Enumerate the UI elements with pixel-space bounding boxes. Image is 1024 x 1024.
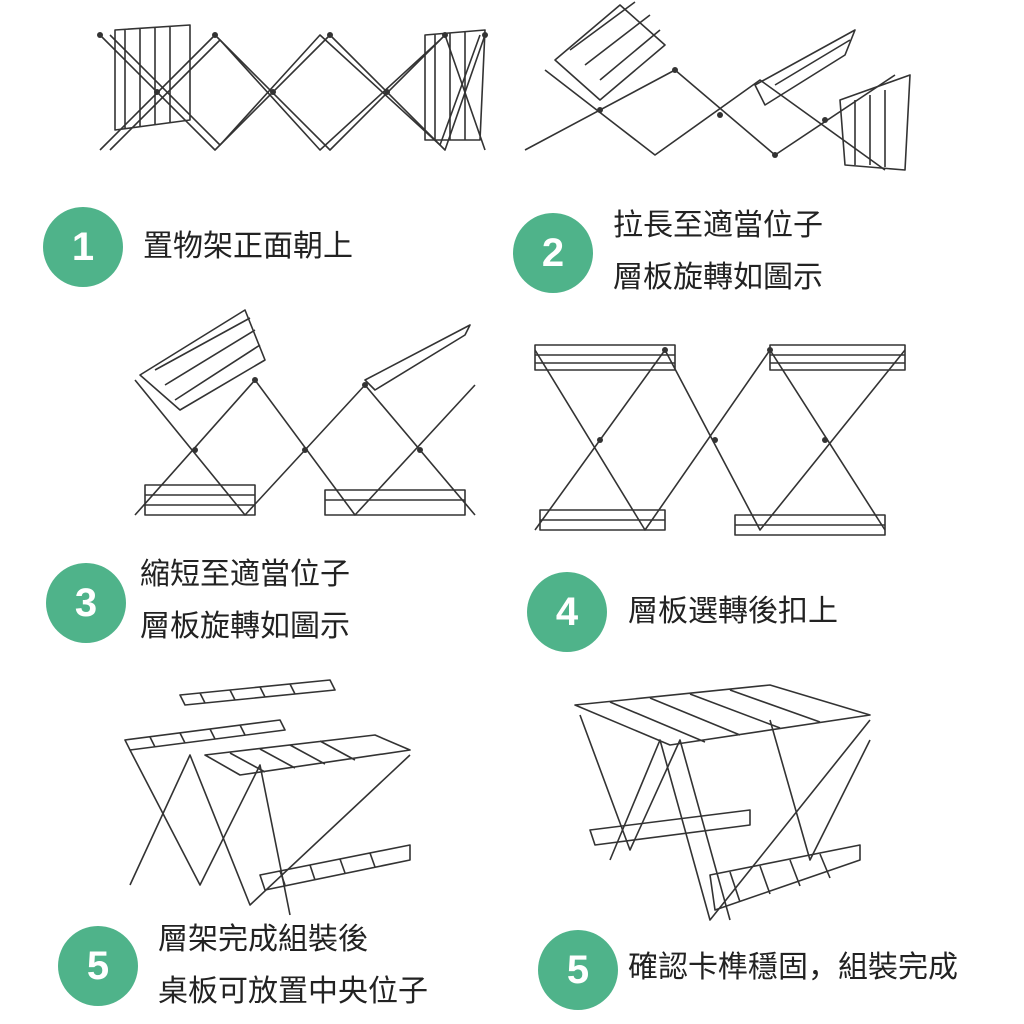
step-2-caption: 拉長至適當位子 層板旋轉如圖示 [613, 200, 823, 304]
step-6-illustration [574, 684, 871, 921]
step-1-illustration [97, 24, 488, 151]
step-2-badge: 2 [513, 213, 593, 293]
caption-line: 層架完成組裝後 [158, 922, 368, 957]
step-5-badge: 5 [58, 926, 138, 1006]
step-3-illustration [134, 309, 476, 516]
step-1-caption: 置物架正面朝上 [143, 221, 353, 273]
step-4-illustration [534, 344, 906, 536]
caption-line: 拉長至適當位子 [613, 208, 823, 243]
caption-line: 縮短至適當位子 [140, 557, 350, 592]
step-3-caption: 縮短至適當位子 層板旋轉如圖示 [140, 549, 350, 653]
step-4-badge: 4 [527, 572, 607, 652]
step-4-caption: 層板選轉後扣上 [628, 586, 838, 638]
step-2-illustration [524, 1, 911, 171]
caption-line: 層板選轉後扣上 [628, 594, 838, 629]
step-1-badge: 1 [43, 207, 123, 287]
caption-line: 層板旋轉如圖示 [613, 260, 823, 295]
step-5-illustration [124, 679, 411, 916]
caption-line: 層板旋轉如圖示 [140, 609, 350, 644]
step-6-badge: 5 [538, 930, 618, 1010]
step-3-badge: 3 [46, 563, 126, 643]
caption-line: 桌板可放置中央位子 [158, 974, 428, 1009]
caption-line: 確認卡榫穩固，組裝完成 [628, 950, 958, 985]
step-5-caption: 層架完成組裝後 桌板可放置中央位子 [158, 914, 428, 1018]
caption-line: 置物架正面朝上 [143, 229, 353, 264]
step-6-caption: 確認卡榫穩固，組裝完成 [628, 942, 958, 994]
